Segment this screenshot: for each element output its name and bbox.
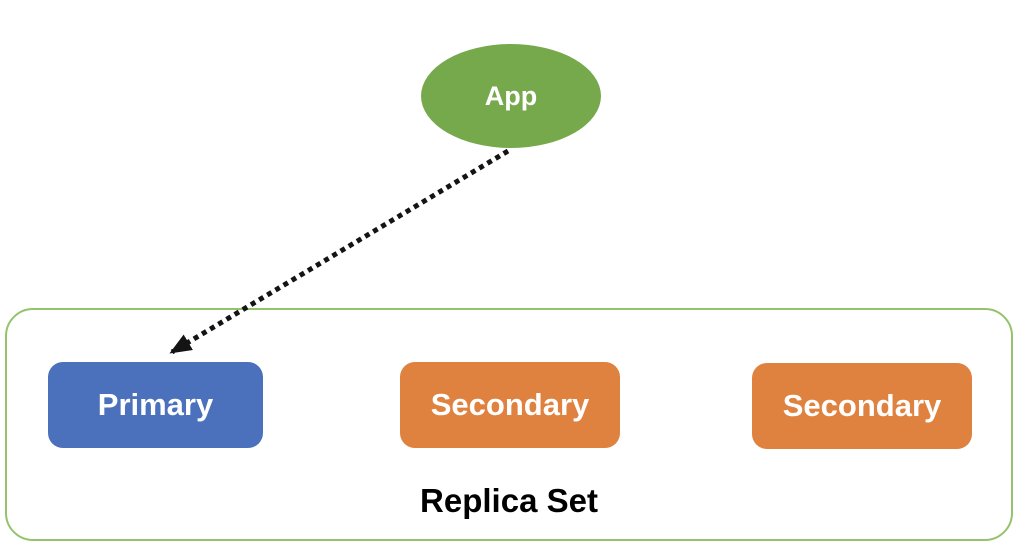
- primary-node: Primary: [48, 362, 263, 448]
- secondary-node-1-label: Secondary: [430, 387, 590, 422]
- replica-set-label: Replica Set: [420, 482, 598, 519]
- app-node: App: [421, 44, 601, 148]
- app-node-label: App: [484, 80, 538, 111]
- secondary-node-1: Secondary: [400, 362, 620, 448]
- secondary-node-2-label: Secondary: [782, 388, 942, 423]
- primary-node-label: Primary: [97, 387, 214, 422]
- secondary-node-2: Secondary: [752, 363, 972, 449]
